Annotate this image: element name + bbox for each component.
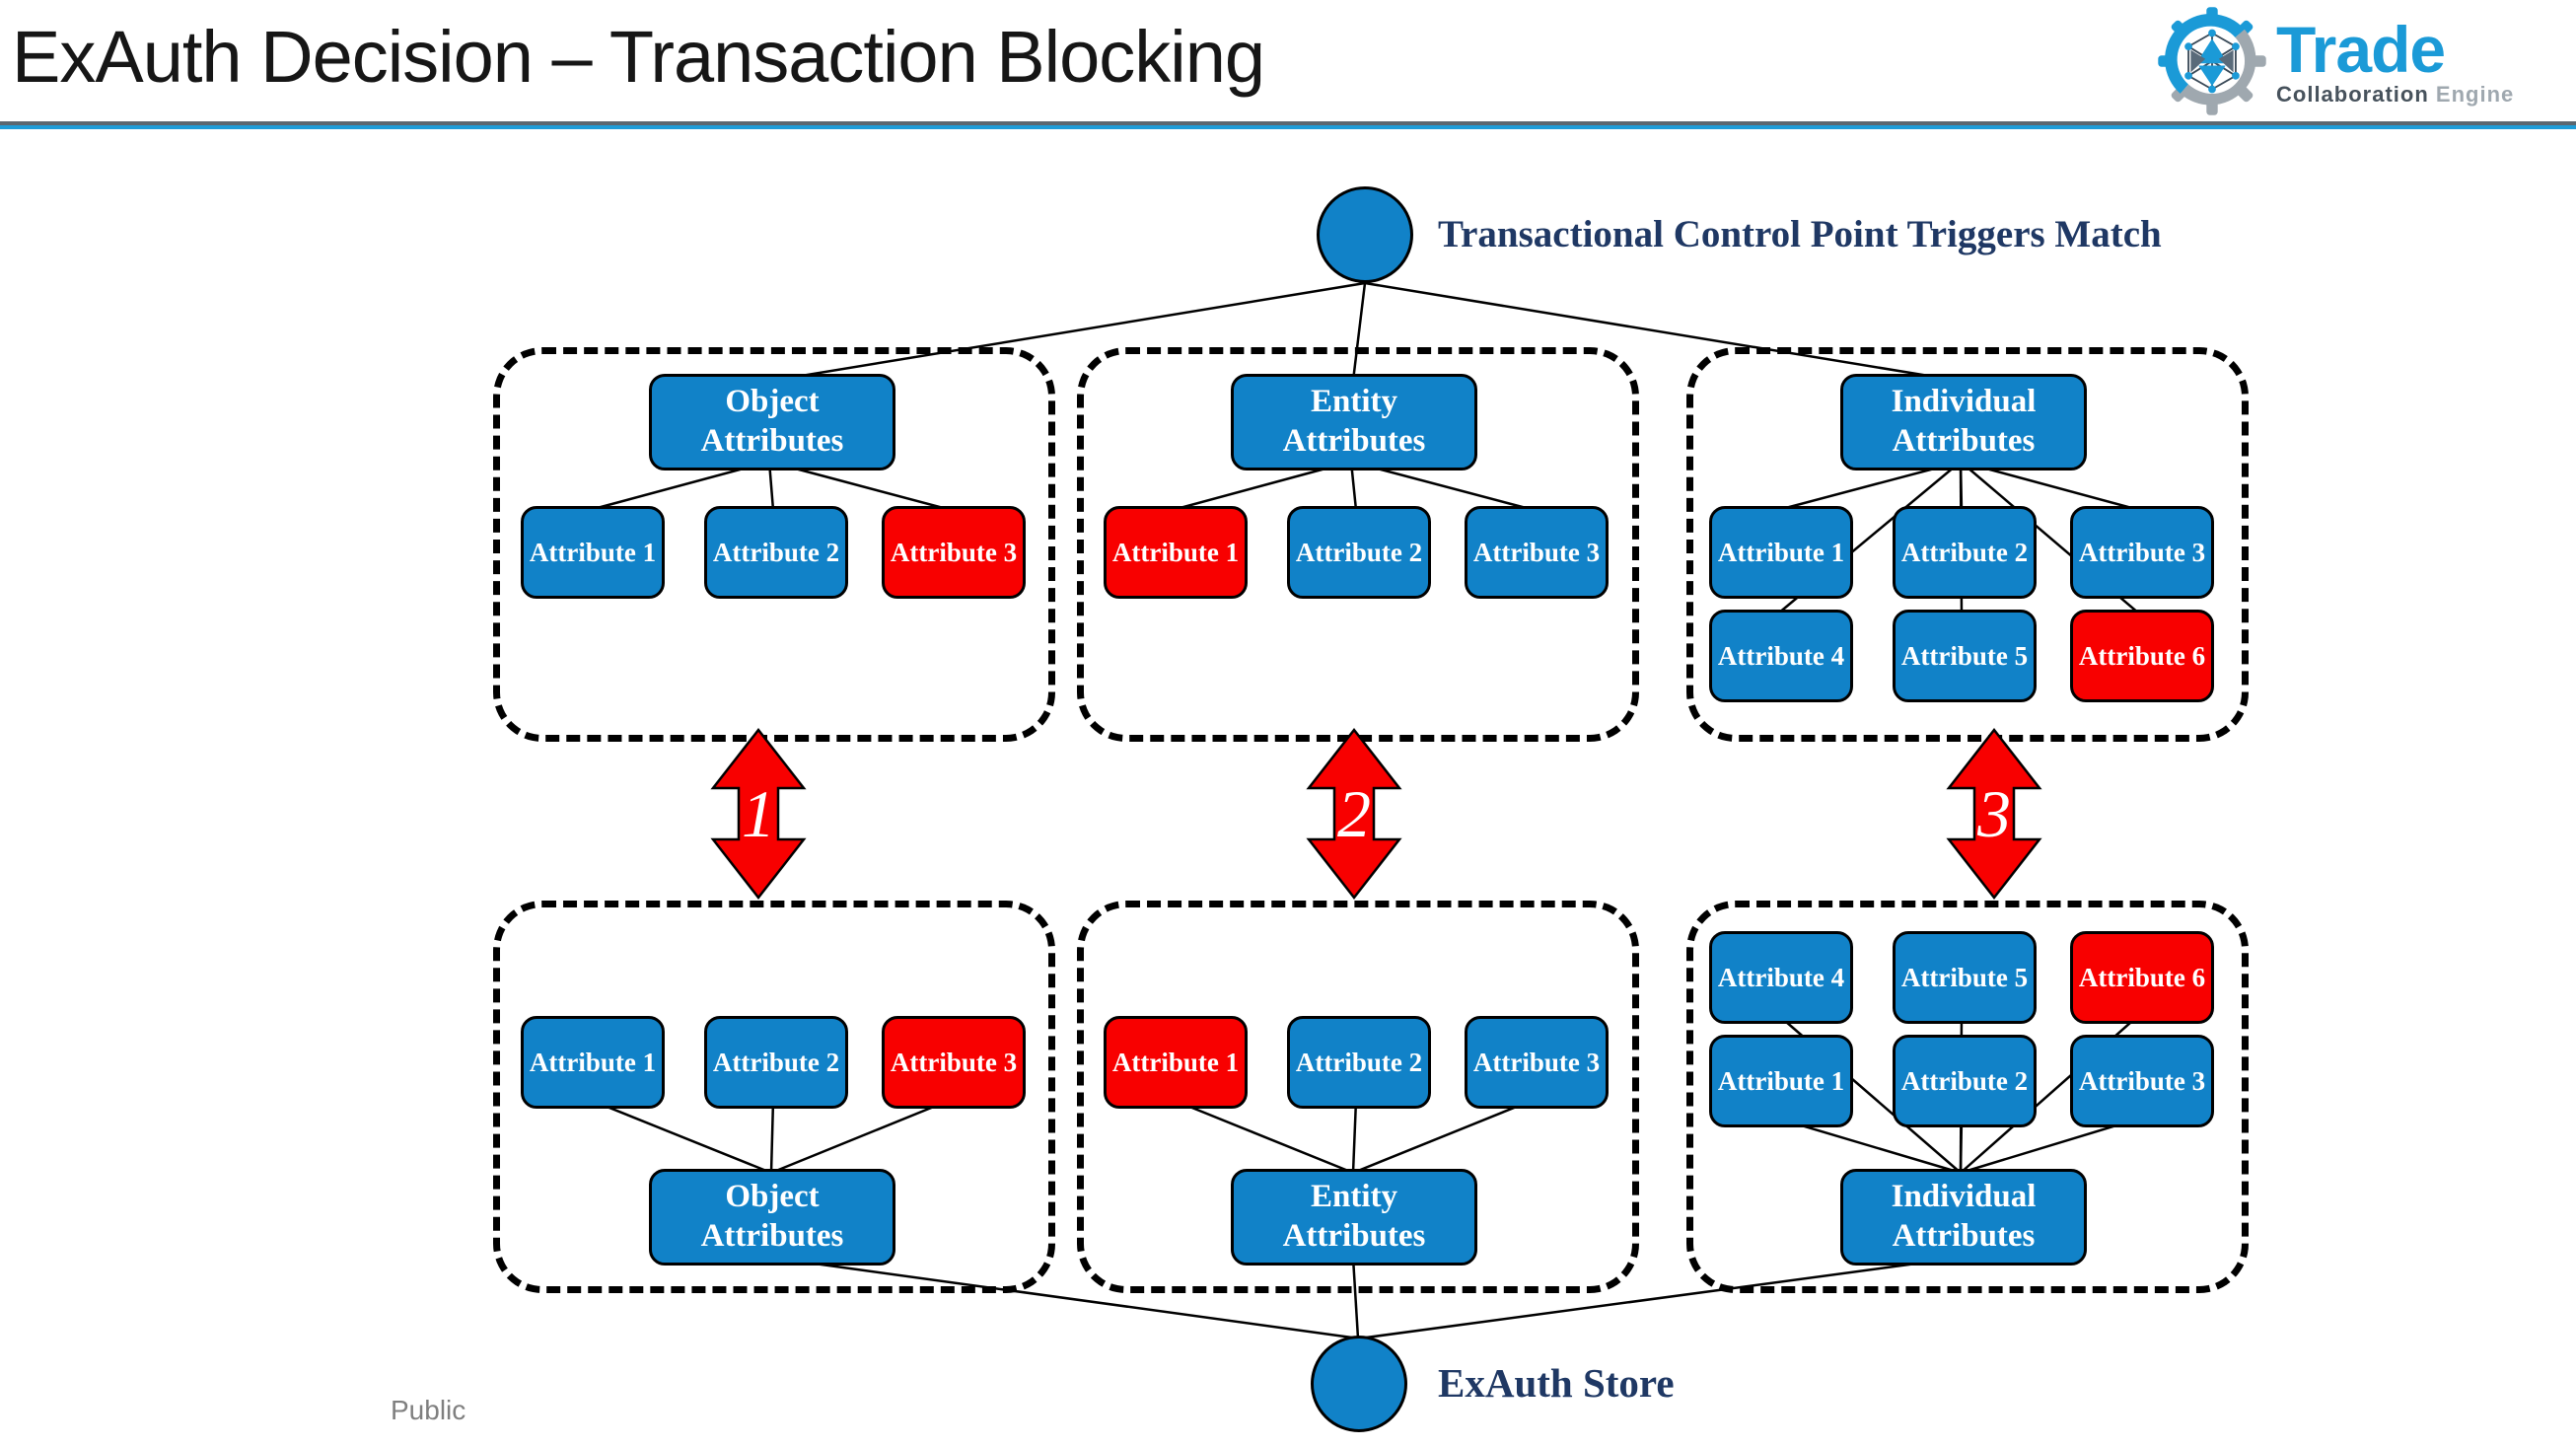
group-top-individual-attributes xyxy=(1686,347,2249,742)
header-line2: Attributes xyxy=(700,423,844,459)
group-bottom-object-attributes xyxy=(493,901,1055,1293)
top-individual-attribute-6: Attribute 6 xyxy=(2070,610,2214,702)
group-bottom-entity-attributes xyxy=(1077,901,1639,1293)
top-individual-attribute-5: Attribute 5 xyxy=(1893,610,2037,702)
group-top-object-attributes xyxy=(493,347,1055,742)
logo-subtitle: Collaboration Engine xyxy=(2276,84,2514,106)
bottom-object-attribute-1: Attribute 1 xyxy=(521,1016,665,1109)
header-line2: Attributes xyxy=(1282,1218,1426,1254)
bottom-individual-attribute-6: Attribute 6 xyxy=(2070,931,2214,1024)
header-line2: Attributes xyxy=(1892,1218,2036,1254)
top-individual-attribute-4: Attribute 4 xyxy=(1709,610,1853,702)
bottom-individual-attribute-1: Attribute 1 xyxy=(1709,1035,1853,1127)
match-arrow-3-label: 3 xyxy=(1976,776,2011,851)
gear-network-icon xyxy=(2158,7,2266,115)
top-individual-attribute-3: Attribute 3 xyxy=(2070,506,2214,599)
header-line1: Entity xyxy=(1310,1179,1397,1215)
top-entity-attribute-2: Attribute 2 xyxy=(1287,506,1431,599)
header-bottom-individual-attributes: Individual Attributes xyxy=(1840,1169,2087,1266)
exauth-store-node xyxy=(1311,1336,1407,1432)
top-object-attribute-1: Attribute 1 xyxy=(521,506,665,599)
header-top-object-attributes: Object Attributes xyxy=(649,374,895,470)
group-bottom-individual-attributes xyxy=(1686,901,2249,1293)
header-line1: Object xyxy=(725,384,820,420)
header-line1: Object xyxy=(725,1179,820,1215)
bottom-individual-attribute-3: Attribute 3 xyxy=(2070,1035,2214,1127)
top-individual-attribute-1: Attribute 1 xyxy=(1709,506,1853,599)
exauth-store-label: ExAuth Store xyxy=(1438,1360,1675,1406)
header-line1: Individual xyxy=(1891,1179,2037,1215)
page-title: ExAuth Decision – Transaction Blocking xyxy=(12,15,1265,98)
lines-top-circle-to-headers xyxy=(770,281,1960,383)
bottom-entity-attribute-2: Attribute 2 xyxy=(1287,1016,1431,1109)
bottom-individual-attribute-5: Attribute 5 xyxy=(1893,931,2037,1024)
header-line1: Entity xyxy=(1310,384,1397,420)
header-top-individual-attributes: Individual Attributes xyxy=(1840,374,2087,470)
header-line2: Attributes xyxy=(700,1218,844,1254)
header-line2: Attributes xyxy=(1892,423,2036,459)
classification-label: Public xyxy=(391,1395,466,1425)
header-top-entity-attributes: Entity Attributes xyxy=(1231,374,1477,470)
top-entity-attribute-1: Attribute 1 xyxy=(1104,506,1248,599)
transaction-trigger-label: Transactional Control Point Triggers Mat… xyxy=(1438,213,2162,255)
bottom-individual-attribute-4: Attribute 4 xyxy=(1709,931,1853,1024)
bottom-entity-attribute-1: Attribute 1 xyxy=(1104,1016,1248,1109)
header-divider-gray xyxy=(0,121,2576,125)
top-object-attribute-2: Attribute 2 xyxy=(704,506,848,599)
match-arrow-1 xyxy=(710,727,807,901)
top-entity-attribute-3: Attribute 3 xyxy=(1465,506,1609,599)
logo-subtitle-secondary: Engine xyxy=(2435,82,2515,107)
lines-bottom-entity-converge xyxy=(1172,1098,1535,1175)
top-individual-attribute-2: Attribute 2 xyxy=(1893,506,2037,599)
bottom-individual-attribute-2: Attribute 2 xyxy=(1893,1035,2037,1127)
header-bottom-entity-attributes: Entity Attributes xyxy=(1231,1169,1477,1266)
transaction-trigger-node xyxy=(1317,186,1413,283)
logo-brand: Trade xyxy=(2276,13,2446,86)
match-arrow-2 xyxy=(1306,727,1402,901)
header-line2: Attributes xyxy=(1282,423,1426,459)
logo-text: Trade Collaboration Engine xyxy=(2276,17,2514,106)
logo-subtitle-primary: Collaboration xyxy=(2276,82,2429,107)
match-arrow-3 xyxy=(1946,727,2042,901)
bottom-object-attribute-2: Attribute 2 xyxy=(704,1016,848,1109)
lines-bottom-object-converge xyxy=(589,1098,952,1175)
match-arrow-2-label: 2 xyxy=(1337,776,1371,851)
lines-headers-to-store xyxy=(770,1256,1962,1340)
header-line1: Individual xyxy=(1891,384,2037,420)
header-divider-blue xyxy=(0,125,2576,129)
top-object-attribute-3: Attribute 3 xyxy=(882,506,1026,599)
brand-logo: Trade Collaboration Engine xyxy=(2156,4,2514,118)
match-arrow-1-label: 1 xyxy=(742,776,775,851)
bottom-object-attribute-3: Attribute 3 xyxy=(882,1016,1026,1109)
bottom-entity-attribute-3: Attribute 3 xyxy=(1465,1016,1609,1109)
header-bottom-object-attributes: Object Attributes xyxy=(649,1169,895,1266)
